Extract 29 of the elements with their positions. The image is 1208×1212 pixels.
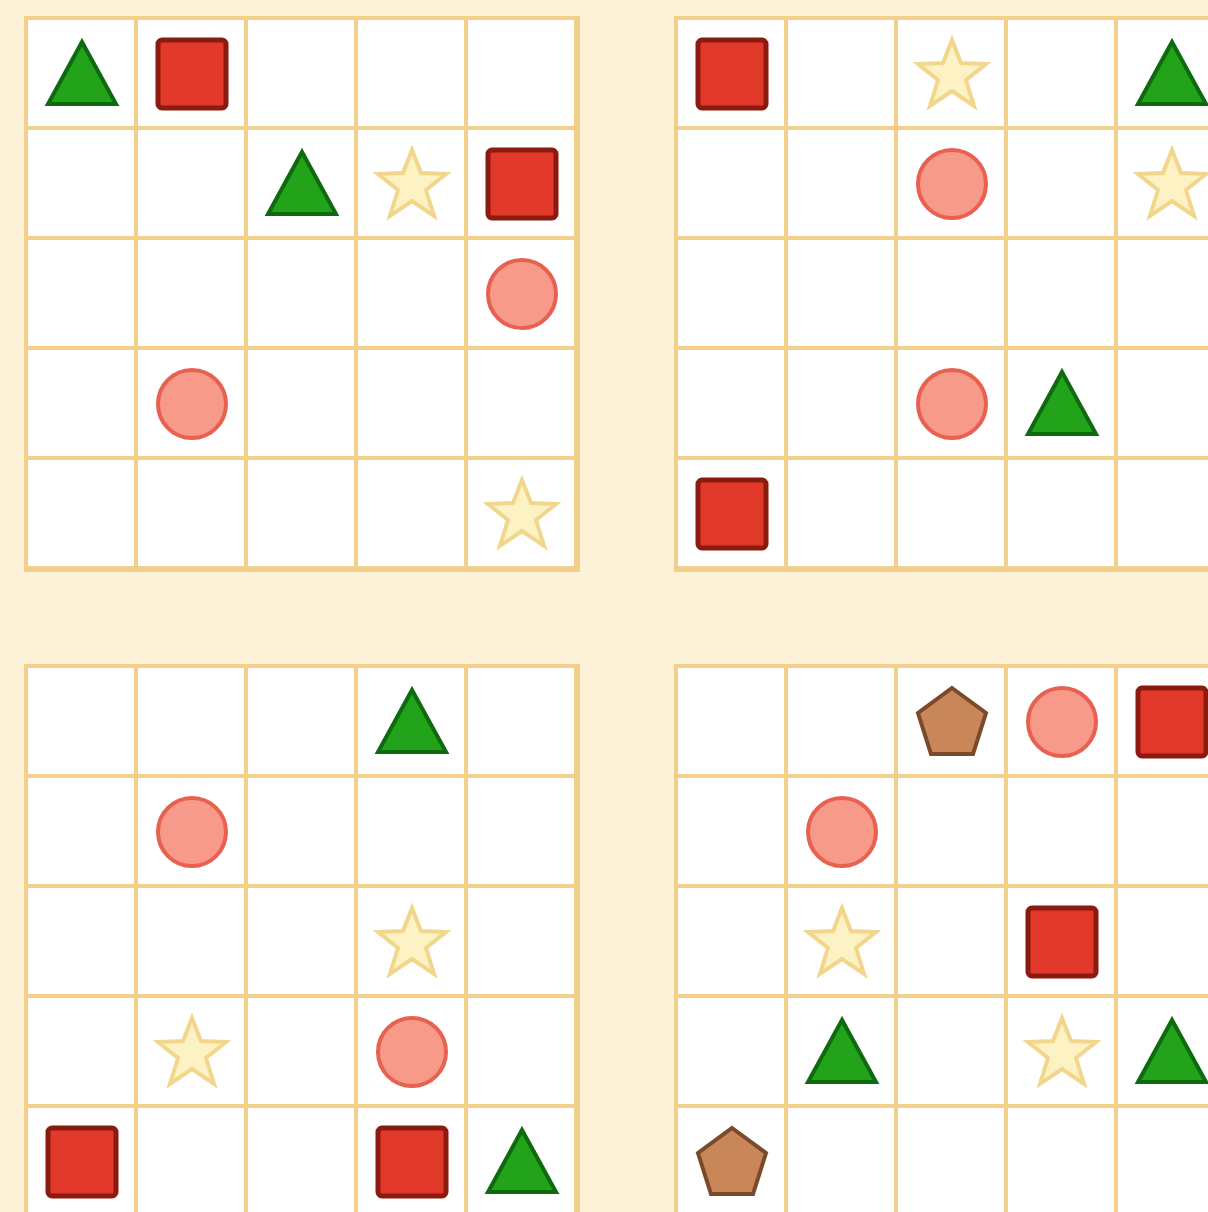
square-icon — [152, 34, 232, 114]
square-icon — [692, 474, 772, 554]
circle-icon — [372, 1012, 452, 1092]
circle-icon — [912, 144, 992, 224]
star-icon — [802, 902, 882, 982]
pentagon-icon — [692, 1122, 772, 1202]
circle-icon — [152, 792, 232, 872]
star-icon — [372, 144, 452, 224]
star-icon — [912, 34, 992, 114]
grid-board — [674, 664, 1208, 1212]
star-icon — [1022, 1012, 1102, 1092]
grid-board — [24, 16, 580, 572]
star-icon — [1132, 144, 1208, 224]
grid-board — [24, 664, 580, 1212]
square-icon — [692, 34, 772, 114]
circle-icon — [802, 792, 882, 872]
square-icon — [42, 1122, 122, 1202]
circle-icon — [482, 254, 562, 334]
circle-icon — [912, 364, 992, 444]
square-icon — [372, 1122, 452, 1202]
circle-icon — [152, 364, 232, 444]
star-icon — [482, 474, 562, 554]
star-icon — [372, 902, 452, 982]
circle-icon — [1022, 682, 1102, 762]
square-icon — [1022, 902, 1102, 982]
star-icon — [152, 1012, 232, 1092]
pentagon-icon — [912, 682, 992, 762]
square-icon — [482, 144, 562, 224]
grid-board — [674, 16, 1208, 572]
